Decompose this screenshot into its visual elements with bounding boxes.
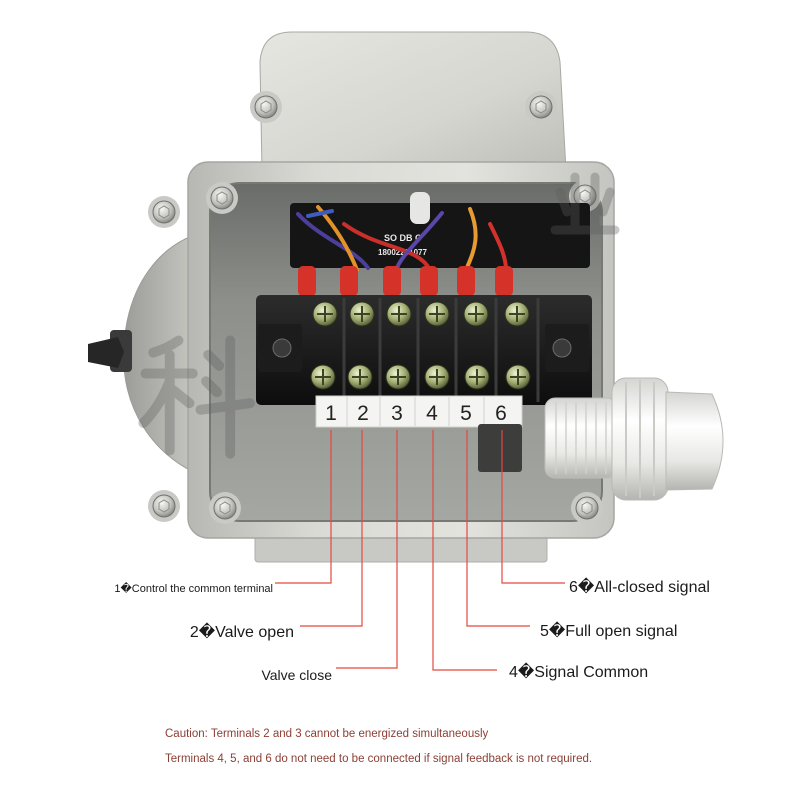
- manual-lever: [88, 330, 132, 372]
- crimp-connector: [457, 266, 475, 296]
- terminal-screw: [386, 301, 412, 327]
- terminal-screw: [310, 364, 336, 390]
- housing-bolt: [524, 90, 558, 124]
- terminal-screw: [505, 364, 531, 390]
- wires: [296, 205, 508, 272]
- crimp-connector: [298, 266, 316, 296]
- callout-line-1: [275, 430, 332, 584]
- terminal-number-3: 3: [391, 402, 403, 425]
- terminal-number-6: 6: [495, 402, 507, 425]
- terminal-screw: [424, 301, 450, 327]
- callout-label-1: 1�Control the common terminal: [114, 581, 273, 595]
- callout-label-2: 2�Valve open: [190, 622, 294, 641]
- terminal-screw: [463, 301, 489, 327]
- callout-line-3: [336, 430, 398, 669]
- watermark: [138, 172, 620, 459]
- terminal-number-strip: 1 2 3 4 5 6: [315, 395, 523, 428]
- relay-marking: 18002201077: [378, 248, 427, 257]
- terminal-number-2: 2: [357, 402, 369, 425]
- relay-marking: SO DB C: [384, 233, 422, 243]
- callout-label-6: 6�All-closed signal: [569, 577, 710, 596]
- callout-line-2: [300, 430, 363, 627]
- top-housing: [259, 31, 567, 171]
- cable-entry-opening: [478, 424, 522, 472]
- cover-bolt: [570, 491, 604, 525]
- callout-label-3: Valve close: [261, 667, 332, 683]
- crimp-connectors: [298, 266, 513, 296]
- cover-bolt: [208, 491, 242, 525]
- terminal-screw: [385, 364, 411, 390]
- callout-line-6: [501, 430, 565, 584]
- crimp-connector: [495, 266, 513, 296]
- housing-bolt: [249, 90, 283, 124]
- crimp-connector: [383, 266, 401, 296]
- terminal-screw: [424, 364, 450, 390]
- callout-line-5: [466, 430, 530, 627]
- terminal-number-4: 4: [426, 402, 438, 425]
- crimp-connector: [340, 266, 358, 296]
- crimp-connector: [420, 266, 438, 296]
- callout-label-5: 5�Full open signal: [540, 621, 677, 640]
- terminal-number-5: 5: [460, 402, 472, 425]
- cable-gland: [544, 377, 724, 501]
- terminal-screw: [464, 364, 490, 390]
- relay: SO DB C 18002201077: [290, 192, 590, 268]
- terminal-screw: [312, 301, 338, 327]
- terminal-screw: [504, 301, 530, 327]
- callout-line-4: [432, 430, 497, 671]
- caution-note: Caution: Terminals 2 and 3 cannot be ene…: [165, 728, 489, 740]
- callout-label-4: 4�Signal Common: [509, 662, 648, 681]
- terminal-screw: [347, 364, 373, 390]
- flange-bolt: [147, 489, 181, 523]
- feedback-note: Terminals 4, 5, and 6 do not need to be …: [165, 753, 592, 765]
- flange-bolt: [147, 195, 181, 229]
- terminal-block: [256, 295, 592, 405]
- terminal-screw: [349, 301, 375, 327]
- terminal-number-1: 1: [325, 402, 337, 425]
- cover-bolt: [205, 181, 239, 215]
